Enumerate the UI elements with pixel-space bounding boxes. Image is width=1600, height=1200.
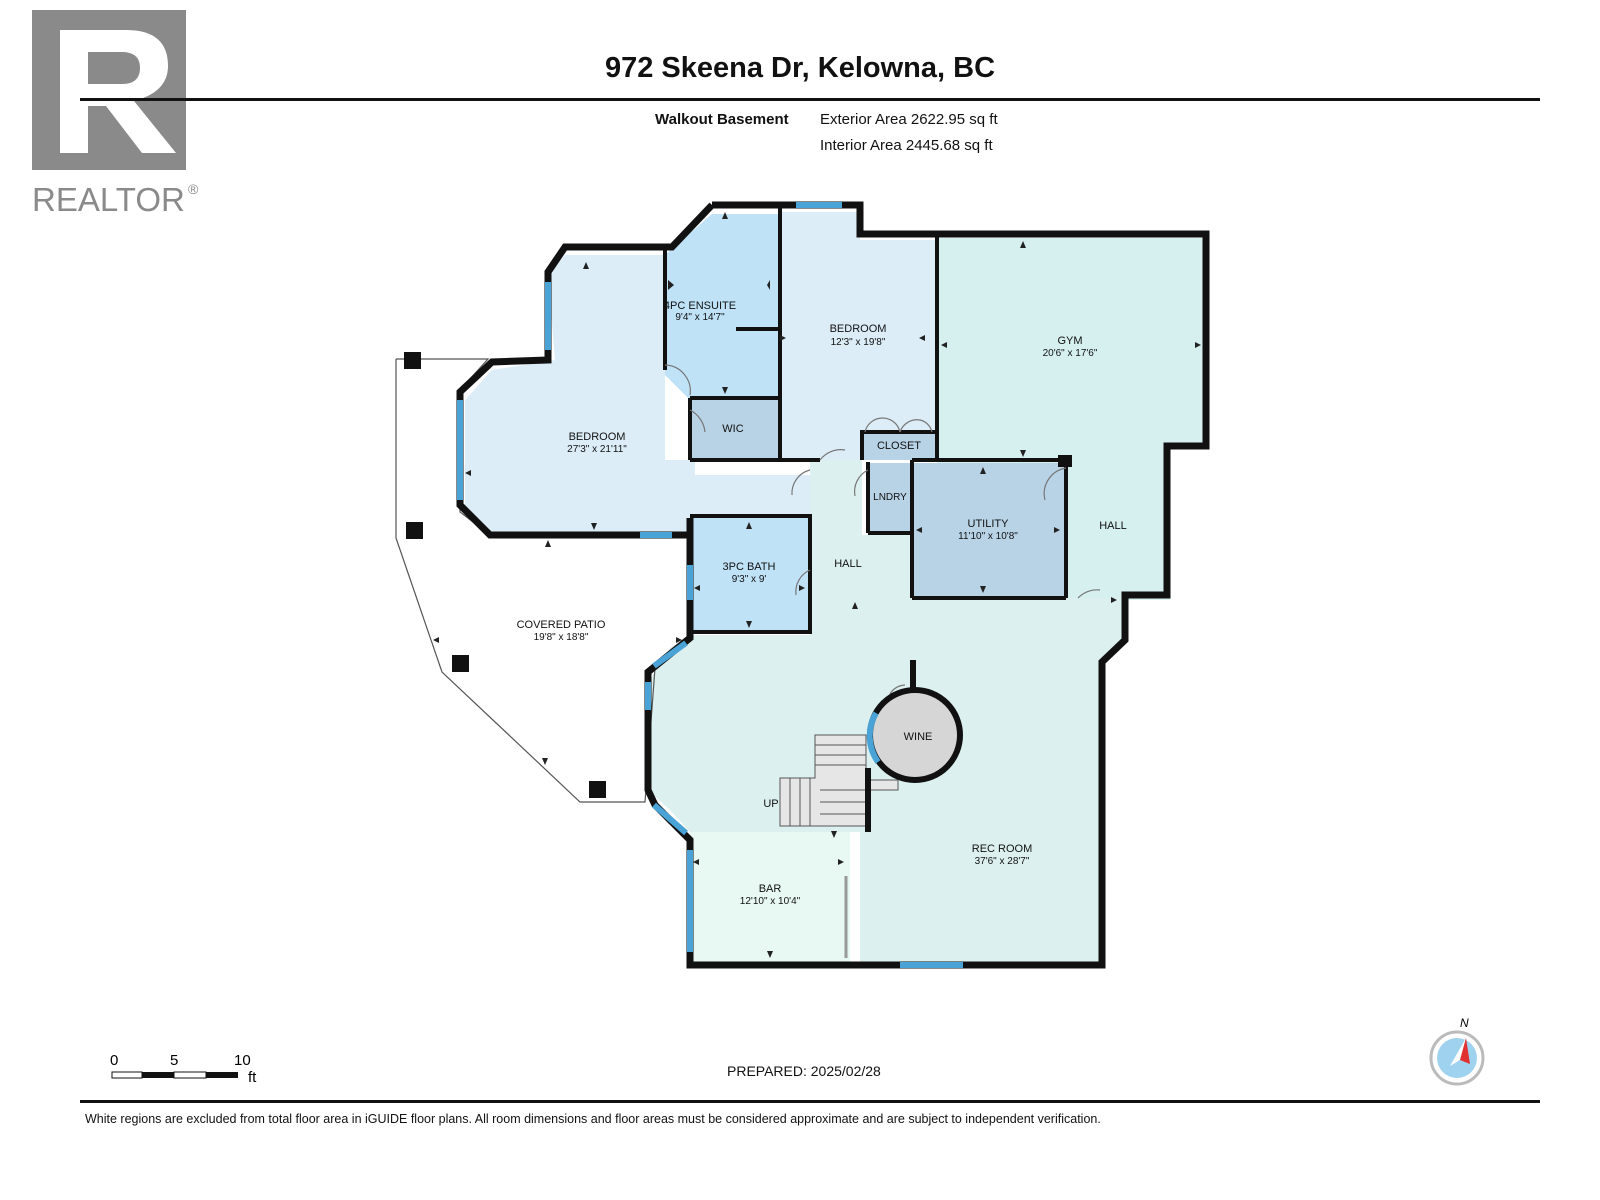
realtor-logo: REALTOR ® [32,10,199,218]
exterior-area: Exterior Area 2622.95 sq ft [820,111,998,128]
interior-area: Interior Area 2445.68 sq ft [820,137,993,154]
patio-post [404,352,421,369]
room-bedroom-top [780,212,937,460]
patio-post [452,655,469,672]
disclaimer: White regions are excluded from total fl… [85,1112,1101,1126]
room-laundry [868,463,912,531]
scale-unit: ft [248,1069,257,1086]
gym-dim: 20'6" x 17'6" [1043,348,1098,359]
rec-room-name: REC ROOM [972,843,1033,855]
bar-dim: 12'10" x 10'4" [740,896,801,907]
patio-post [589,781,606,798]
patio-dim: 19'8" x 18'8" [534,632,589,643]
room-bedroom-left [465,255,810,535]
room-bath [690,518,810,630]
scale-tick-5: 5 [170,1052,178,1069]
windows [457,202,963,968]
realtor-r-icon [60,30,176,153]
column [1058,455,1072,467]
compass-north-label: N [1460,1016,1469,1030]
rec-room-dim: 37'6" x 28'7" [975,856,1030,867]
room-ensuite [665,214,780,400]
utility-dim: 11'10" x 10'8" [958,531,1018,542]
wine-name: WINE [904,731,933,743]
prepared-date: PREPARED: 2025/02/28 [727,1063,881,1079]
wine-glass [866,711,881,764]
bar-name: BAR [759,883,782,895]
scale-tick-10: 10 [234,1052,251,1069]
ensuite-dim: 9'4" x 14'7" [675,312,725,323]
interior-walls [663,206,1070,634]
realtor-registered-mark: ® [188,181,199,197]
dimension-ticks [433,212,1201,958]
doors [664,364,1101,695]
scale-bar: 0 5 10 ft [110,1052,257,1086]
stairs-up-label: UP [763,798,778,810]
exterior-walls [456,201,1210,969]
wic-name: WIC [722,423,743,435]
bath-dim: 9'3" x 9' [732,574,767,585]
realtor-wordmark: REALTOR [32,181,185,218]
bedroom-top-dim: 12'3" x 19'8" [831,337,886,348]
level-label: Walkout Basement [655,111,789,128]
closet-name: CLOSET [877,440,921,452]
gym-name: GYM [1057,335,1082,347]
room-bar [690,832,850,962]
hall-center-name: HALL [834,558,862,570]
utility-name: UTILITY [968,518,1010,530]
footer-rule [80,1100,1540,1103]
patio-name: COVERED PATIO [517,619,606,631]
scale-tick-0: 0 [110,1052,118,1069]
laundry-name: LNDRY [873,492,907,503]
bath-name: 3PC BATH [723,561,776,573]
patio-post [406,522,423,539]
bedroom-left-name: BEDROOM [569,431,626,443]
ensuite-name: 4PC ENSUITE [664,300,736,312]
compass-icon: N [1429,1016,1485,1086]
page-title: 972 Skeena Dr, Kelowna, BC [604,52,996,84]
room-closet [862,433,935,460]
bedroom-left-dim: 27'3" x 21'11" [567,444,627,455]
room-utility [912,463,1064,598]
bedroom-top-name: BEDROOM [830,323,887,335]
header-rule [80,98,1540,101]
hall-right-name: HALL [1099,520,1127,532]
